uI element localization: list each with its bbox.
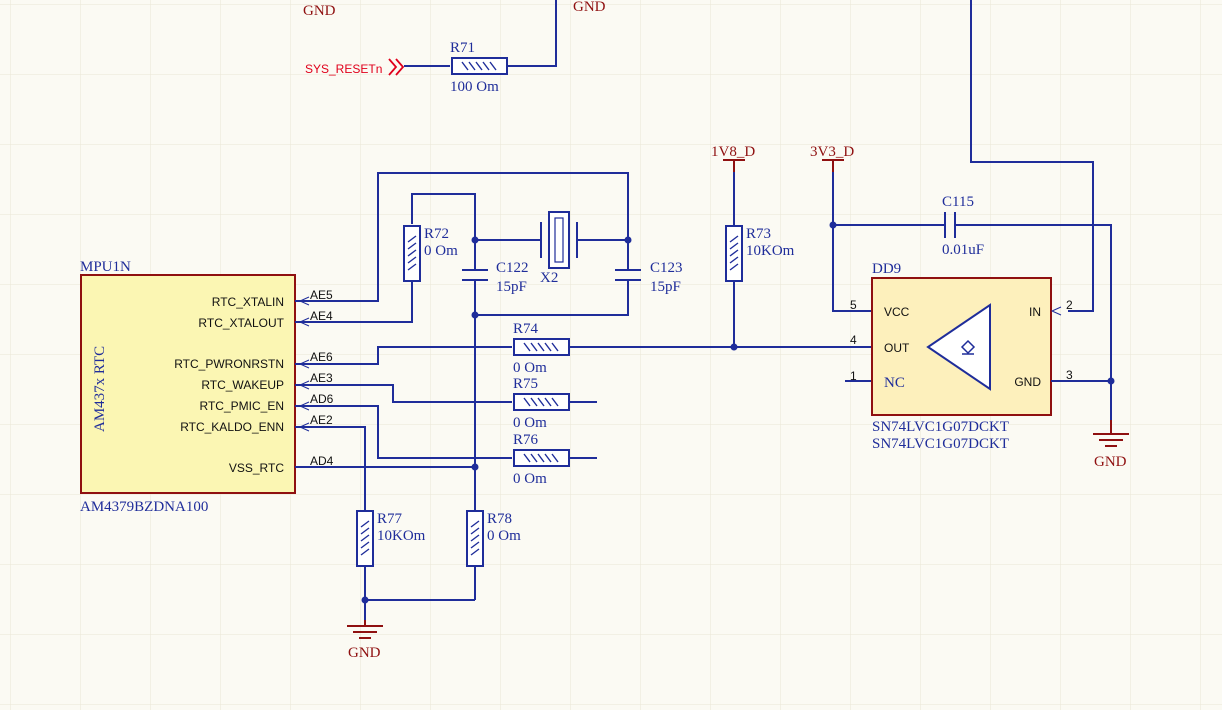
mpu-rtc-block[interactable]: MPU1N AM437x RTC AM4379BZDNA100 RTC_XTAL…	[80, 259, 348, 515]
resistor-r74[interactable]: R74 0 Om	[513, 321, 570, 376]
pin-name-rtc-pwronrstn: RTC_PWRONRSTN	[174, 357, 284, 371]
resistor-r78[interactable]: R78 0 Om	[466, 510, 521, 567]
dd9-pin-nc: NC	[884, 375, 905, 391]
dd9-pin-gnd: GND	[1014, 375, 1041, 389]
capacitor-c122[interactable]: C122 15pF	[462, 260, 529, 295]
dd9-part-line2: SN74LVC1G07DCKT	[872, 436, 1009, 452]
pin-name-rtc-xtalout: RTC_XTALOUT	[198, 316, 284, 330]
capacitor-c123[interactable]: C123 15pF	[615, 260, 683, 295]
dd9-pin-in: IN	[1029, 305, 1041, 319]
dd9-pin-out: OUT	[884, 341, 910, 355]
mpu-part-number: AM4379BZDNA100	[80, 499, 208, 515]
ball-ae3: AE3	[310, 371, 333, 385]
r74-value: 0 Om	[513, 360, 547, 376]
resistor-r75[interactable]: R75 0 Om	[513, 376, 570, 431]
r77-value: 10KOm	[377, 528, 426, 544]
c122-value: 15pF	[496, 279, 527, 295]
resistor-r76[interactable]: R76 0 Om	[513, 432, 570, 487]
gnd-label-bottom: GND	[348, 645, 381, 661]
sys-reset-port[interactable]: SYS_RESETn	[305, 58, 405, 76]
x2-ref: X2	[540, 270, 558, 286]
r72-value: 0 Om	[424, 243, 458, 259]
mpu-body	[80, 274, 296, 494]
dd9-pin-vcc: VCC	[884, 305, 910, 319]
open-drain-buffer-icon	[926, 303, 991, 391]
c123-ref: C123	[650, 260, 683, 276]
r75-value: 0 Om	[513, 415, 547, 431]
crystal-x2[interactable]: X2	[540, 211, 578, 286]
r72-ref: R72	[424, 226, 449, 242]
dd9-pin-num-5: 5	[850, 298, 857, 312]
r73-ref: R73	[746, 226, 771, 242]
ball-ae5: AE5	[310, 288, 333, 302]
pin-name-rtc-xtalin: RTC_XTALIN	[212, 295, 284, 309]
dd9-pin-num-3: 3	[1066, 368, 1073, 382]
power-port-1v8[interactable]: 1V8_D	[711, 144, 755, 172]
net-1v8-label: 1V8_D	[711, 144, 755, 160]
pin-name-rtc-pmic-en: RTC_PMIC_EN	[200, 399, 284, 413]
power-port-3v3[interactable]: 3V3_D	[810, 144, 854, 172]
c115-value: 0.01uF	[942, 242, 984, 258]
pin-name-rtc-wakeup: RTC_WAKEUP	[201, 378, 284, 392]
dd9-pin-num-2: 2	[1066, 298, 1073, 312]
r77-ref: R77	[377, 511, 403, 527]
c115-ref: C115	[942, 194, 974, 210]
r74-ref: R74	[513, 321, 539, 337]
r71-ref: R71	[450, 40, 475, 56]
resistor-r73[interactable]: R73 10KOm	[725, 225, 795, 282]
sys-reset-label: SYS_RESETn	[305, 62, 382, 76]
gnd-label-dd9: GND	[1094, 454, 1127, 470]
ball-ae6: AE6	[310, 350, 333, 364]
ball-ad4: AD4	[310, 454, 334, 468]
r78-ref: R78	[487, 511, 512, 527]
mpu-block-name: AM437x RTC	[92, 346, 108, 432]
r78-value: 0 Om	[487, 528, 521, 544]
c122-ref: C122	[496, 260, 529, 276]
r76-value: 0 Om	[513, 471, 547, 487]
r75-ref: R75	[513, 376, 538, 392]
net-3v3-label: 3V3_D	[810, 144, 854, 160]
ball-ad6: AD6	[310, 392, 334, 406]
open-drain-diamond-icon	[960, 339, 976, 355]
port-chevron-icon	[388, 58, 405, 76]
dd9-part-line1: SN74LVC1G07DCKT	[872, 419, 1009, 435]
gnd-label-top-left: GND	[303, 3, 336, 19]
ground-symbol-bottom: GND	[347, 620, 383, 661]
ball-ae4: AE4	[310, 309, 333, 323]
pin-name-rtc-kaldo-enn: RTC_KALDO_ENN	[180, 420, 284, 434]
pin-name-vss-rtc: VSS_RTC	[229, 461, 284, 475]
dd9-pin-num-4: 4	[850, 333, 857, 347]
ball-ae2: AE2	[310, 413, 333, 427]
r71-value: 100 Om	[450, 79, 499, 95]
r76-ref: R76	[513, 432, 539, 448]
c123-value: 15pF	[650, 279, 681, 295]
resistor-r72[interactable]: R72 0 Om	[403, 225, 458, 282]
resistor-r71[interactable]: R71 100 Om	[450, 40, 508, 95]
buffer-dd9[interactable]: DD9 VCC OUT NC IN GND 5 4 1 2 3 SN74LVC1…	[845, 261, 1073, 452]
dd9-pin-num-1: 1	[850, 369, 857, 383]
dd9-designator: DD9	[872, 261, 901, 277]
resistor-r77[interactable]: R77 10KOm	[356, 510, 426, 567]
r73-value: 10KOm	[746, 243, 795, 259]
mpu-designator: MPU1N	[80, 259, 131, 275]
gnd-label-top-right: GND	[573, 0, 606, 15]
capacitor-c115[interactable]: C115 0.01uF	[942, 194, 984, 258]
ground-symbol-dd9: GND	[1093, 420, 1129, 470]
